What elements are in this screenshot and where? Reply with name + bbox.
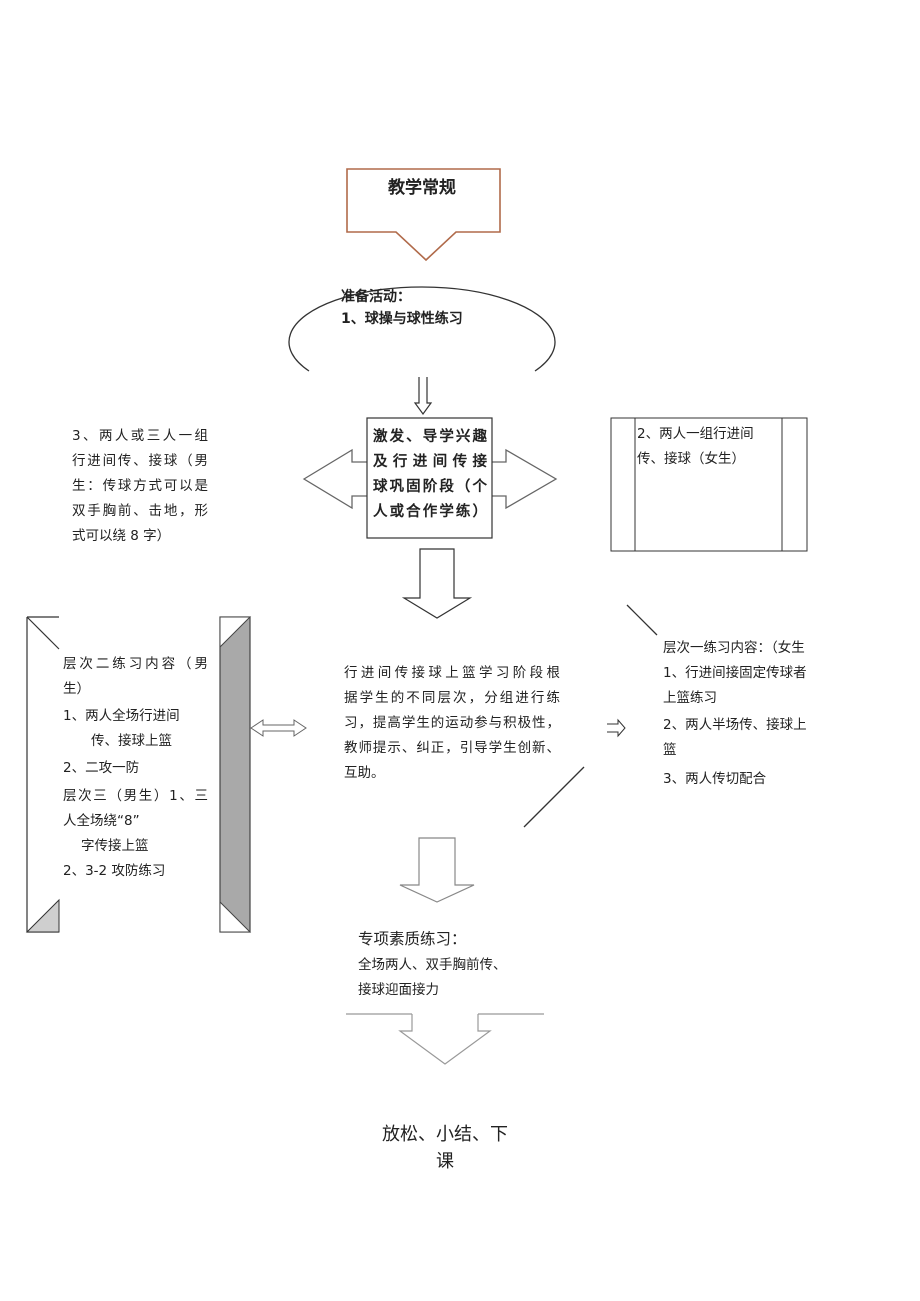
center-box-line: 及行进间传接 — [373, 454, 487, 470]
level-one-item-2-cont: 篮 — [663, 742, 677, 758]
level-three-title-line: 人全场绕“8” — [63, 813, 140, 829]
thin-down-arrow — [413, 377, 433, 416]
level-two-item-1-cont: 传、接球上篮 — [91, 733, 172, 749]
level-one-item-1: 1、行进间接固定传球者 — [663, 665, 807, 681]
gray-bar-top-corner — [219, 616, 252, 649]
center-box-line: 球巩固阶段（个 — [373, 479, 487, 495]
level-two-item-2: 2、二攻一防 — [63, 760, 140, 776]
level-two-title-line: 层次二练习内容（男 — [63, 656, 208, 672]
left-frame-corner-bottom — [25, 898, 60, 933]
level-one-item-2: 2、两人半场传、接球上 — [663, 717, 807, 733]
middle-text-line: 教师提示、纠正，引导学生创新、 — [344, 740, 560, 756]
middle-text-line: 行进间传接球上篮学习阶段根 — [344, 665, 560, 681]
middle-text-line: 互助。 — [344, 765, 385, 781]
top-box-title: 教学常规 — [388, 178, 456, 198]
level-one-item-1-cont: 上篮练习 — [663, 690, 717, 706]
left-frame-diagonal-top — [26, 616, 60, 650]
diagonal-connector-lower — [523, 766, 585, 828]
diagonal-connector-upper — [626, 604, 658, 636]
warmup-line-1: 准备活动： — [341, 289, 411, 305]
ending-line: 课 — [436, 1151, 454, 1172]
left-note-line: 生：传球方式可以是 — [72, 478, 208, 494]
center-box-text: 激发、导学兴趣 及行进间传接 球巩固阶段（个 人或合作学练） — [373, 425, 487, 525]
right-note-line: 传、接球（女生） — [637, 451, 745, 467]
center-box-line: 人或合作学练） — [373, 504, 487, 520]
left-note-line: 式可以绕 8 字） — [72, 528, 171, 544]
special-title: 专项素质练习： — [358, 930, 467, 948]
left-note: 3、两人或三人一组 行进间传、接球（男 生：传球方式可以是 双手胸前、击地，形 … — [72, 424, 208, 549]
level-one-block: 层次一练习内容：（女生 1、行进间接固定传球者 上篮练习 2、两人半场传、接球上… — [663, 636, 833, 792]
ending-text: 放松、小结、下 课 — [370, 1121, 520, 1175]
center-box — [366, 417, 493, 539]
gray-bar-bottom-corner — [219, 900, 252, 933]
level-two-title-line: 生） — [63, 681, 90, 697]
right-note: 2、两人一组行进间 传、接球（女生） — [637, 422, 777, 472]
small-right-arrow — [607, 718, 626, 738]
special-line: 接球迎面接力 — [358, 982, 439, 998]
level-two-block: 层次二练习内容（男 生） 1、两人全场行进间 传、接球上篮 2、二攻一防 层次三… — [63, 652, 208, 884]
top-arrow-box — [346, 168, 501, 262]
warmup-line-2: 1、球操与球性练习 — [341, 311, 463, 327]
small-double-arrow — [250, 719, 307, 737]
wide-down-arrow — [401, 548, 473, 619]
right-note-box — [610, 417, 808, 552]
down-arrow-ending — [346, 1013, 544, 1065]
right-note-line: 2、两人一组行进间 — [637, 426, 754, 442]
level-three-item-cont: 字传接上篮 — [81, 838, 149, 854]
level-one-title: 层次一练习内容：（女生 — [663, 640, 805, 656]
level-two-item-1: 1、两人全场行进间 — [63, 708, 180, 724]
ending-line: 放松、小结、下 — [382, 1124, 508, 1145]
left-note-line: 行进间传、接球（男 — [72, 453, 208, 469]
special-text: 全场两人、双手胸前传、 接球迎面接力 — [358, 953, 507, 1003]
center-box-line: 激发、导学兴趣 — [373, 429, 487, 445]
special-line: 全场两人、双手胸前传、 — [358, 957, 507, 973]
warmup-ellipse — [288, 286, 556, 372]
level-three-item-2: 2、3-2 攻防练习 — [63, 863, 166, 879]
left-note-line: 3、两人或三人一组 — [72, 428, 208, 444]
level-one-item-3: 3、两人传切配合 — [663, 771, 767, 787]
middle-text-line: 习，提高学生的运动参与积极性， — [344, 715, 560, 731]
middle-text-line: 据学生的不同层次，分组进行练 — [344, 690, 560, 706]
down-arrow-special — [399, 837, 475, 903]
gray-bar — [219, 616, 251, 933]
level-three-title-line: 层次三（男生）1、三 — [63, 788, 208, 804]
left-note-line: 双手胸前、击地，形 — [72, 503, 208, 519]
middle-stage-text: 行进间传接球上篮学习阶段根 据学生的不同层次，分组进行练 习，提高学生的运动参与… — [344, 661, 560, 786]
